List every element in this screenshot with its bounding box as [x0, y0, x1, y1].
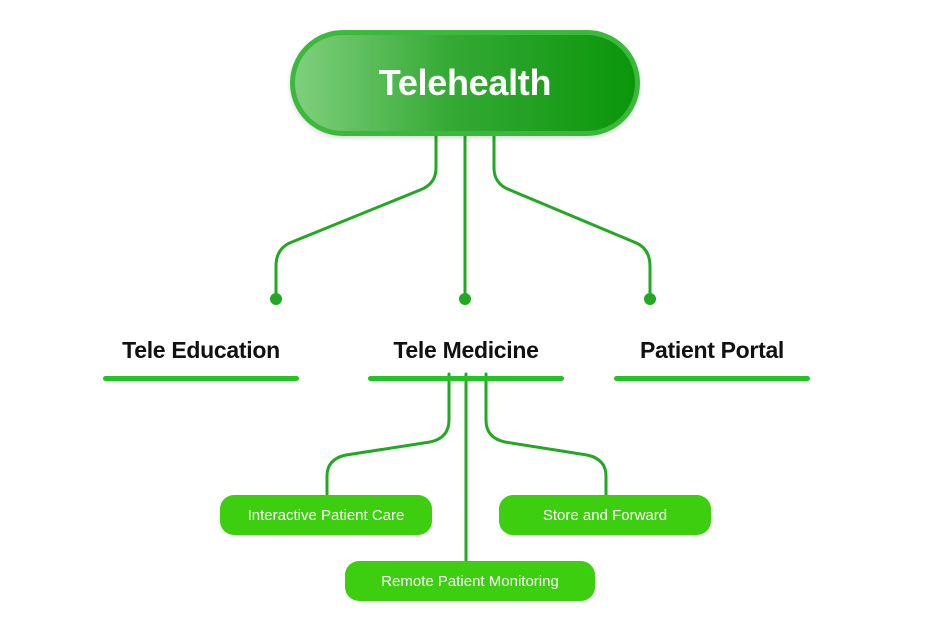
category-label: Patient Portal: [639, 337, 785, 363]
connector-root-patient-portal: [492, 135, 652, 301]
root-label: Telehealth: [378, 62, 552, 103]
category-tele-medicine: Tele Medicine: [368, 336, 564, 381]
connector-dot-tele-education: [270, 293, 282, 305]
category-tele-education: Tele Education: [103, 336, 299, 381]
subcategory-label: Interactive Patient Care: [247, 506, 405, 524]
subcategory-interactive-patient-care: Interactive Patient Care: [220, 495, 432, 535]
subcategory-label: Remote Patient Monitoring: [381, 572, 559, 590]
subcategory-store-and-forward: Store and Forward: [499, 495, 711, 535]
connector-root-tele-education: [274, 135, 438, 301]
connector-dot-patient-portal: [644, 293, 656, 305]
category-underline: [368, 376, 564, 381]
category-underline: [614, 376, 810, 381]
category-label: Tele Education: [122, 337, 280, 363]
subcategory-remote-patient-monitoring: Remote Patient Monitoring: [345, 561, 595, 601]
category-patient-portal: Patient Portal: [614, 336, 810, 381]
connector-medicine-store-forward: [484, 372, 608, 499]
subcategory-label: Store and Forward: [542, 506, 668, 524]
root-node-telehealth: Telehealth: [290, 30, 640, 136]
connector-medicine-interactive-care: [325, 372, 451, 499]
category-underline: [103, 376, 299, 381]
connector-dot-tele-medicine: [459, 293, 471, 305]
category-label: Tele Medicine: [393, 337, 539, 363]
